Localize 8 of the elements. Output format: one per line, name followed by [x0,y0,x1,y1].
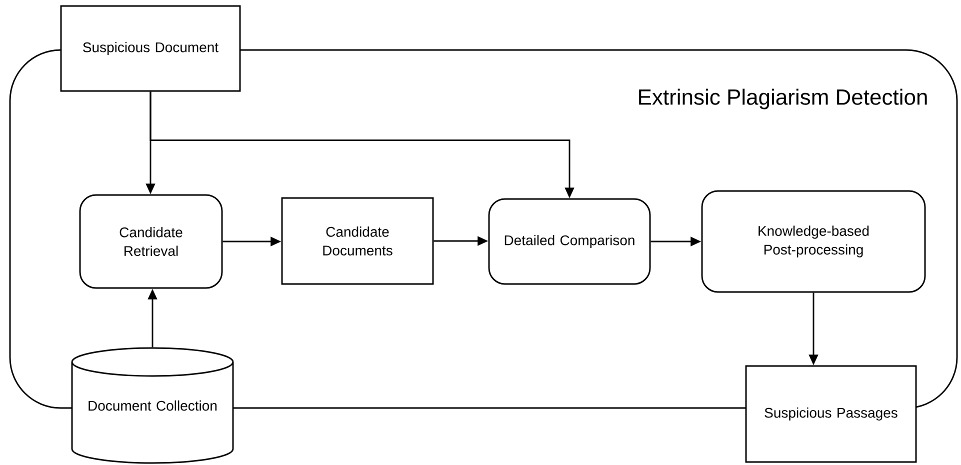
process-box: Suspicious Passages [745,365,917,463]
process-box: Knowledge-based Post-processing [701,190,926,293]
process-box: Detailed Comparison [488,198,651,285]
node-label: Document Collection [88,400,217,411]
process-box: Candidate Retrieval [79,194,223,289]
database-cylinder: Document Collection [71,347,234,464]
process-box: Suspicious Document [60,5,241,92]
process-box: Candidate Documents [281,197,434,285]
